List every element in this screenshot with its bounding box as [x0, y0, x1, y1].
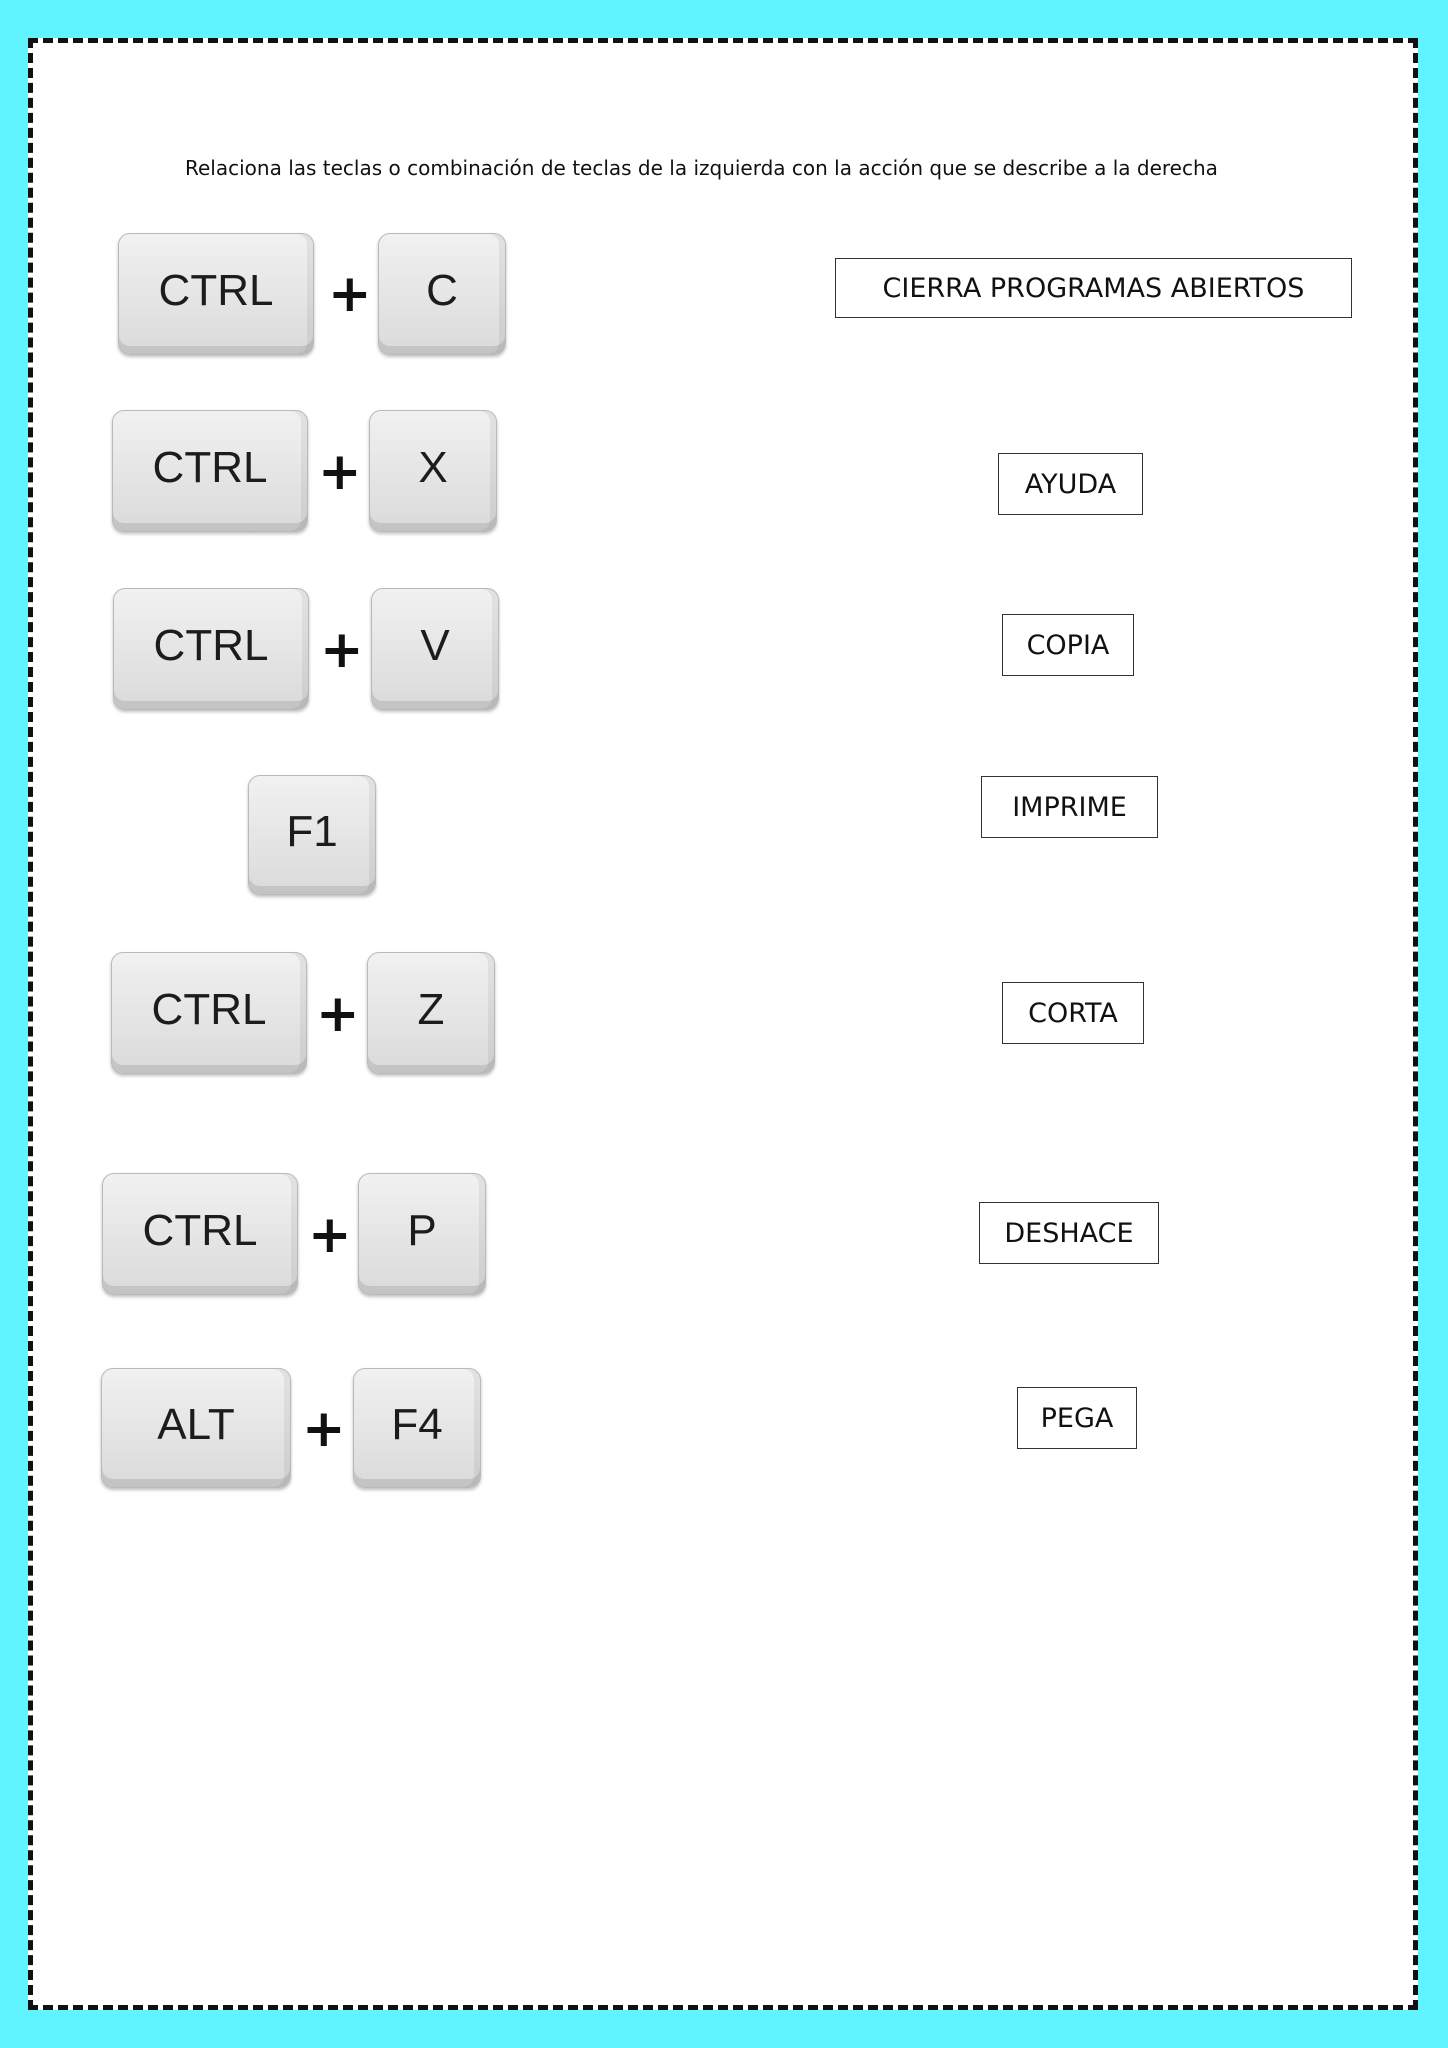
- plus-sign: +: [328, 264, 372, 324]
- plus-sign: +: [302, 1399, 346, 1459]
- key-ctrl: CTRL: [111, 952, 307, 1074]
- action-box: IMPRIME: [981, 776, 1158, 838]
- key-p: P: [358, 1173, 486, 1295]
- plus-sign: +: [320, 620, 364, 680]
- key-z: Z: [367, 952, 495, 1074]
- action-box: PEGA: [1017, 1387, 1137, 1449]
- action-box: DESHACE: [979, 1202, 1159, 1264]
- key-v: V: [371, 588, 499, 710]
- key-x: X: [369, 410, 497, 532]
- key-c: C: [378, 233, 506, 355]
- key-alt: ALT: [101, 1368, 291, 1488]
- key-f1: F1: [248, 775, 376, 895]
- plus-sign: +: [316, 984, 360, 1044]
- action-box: CIERRA PROGRAMAS ABIERTOS: [835, 258, 1352, 318]
- key-ctrl: CTRL: [113, 588, 309, 710]
- action-box: AYUDA: [998, 453, 1143, 515]
- key-f4: F4: [353, 1368, 481, 1488]
- key-ctrl: CTRL: [112, 410, 308, 532]
- plus-sign: +: [318, 442, 362, 502]
- action-box: COPIA: [1002, 614, 1134, 676]
- instructions-text: Relaciona las teclas o combinación de te…: [185, 156, 1218, 180]
- plus-sign: +: [308, 1205, 352, 1265]
- action-box: CORTA: [1002, 982, 1144, 1044]
- key-ctrl: CTRL: [118, 233, 314, 355]
- key-ctrl: CTRL: [102, 1173, 298, 1295]
